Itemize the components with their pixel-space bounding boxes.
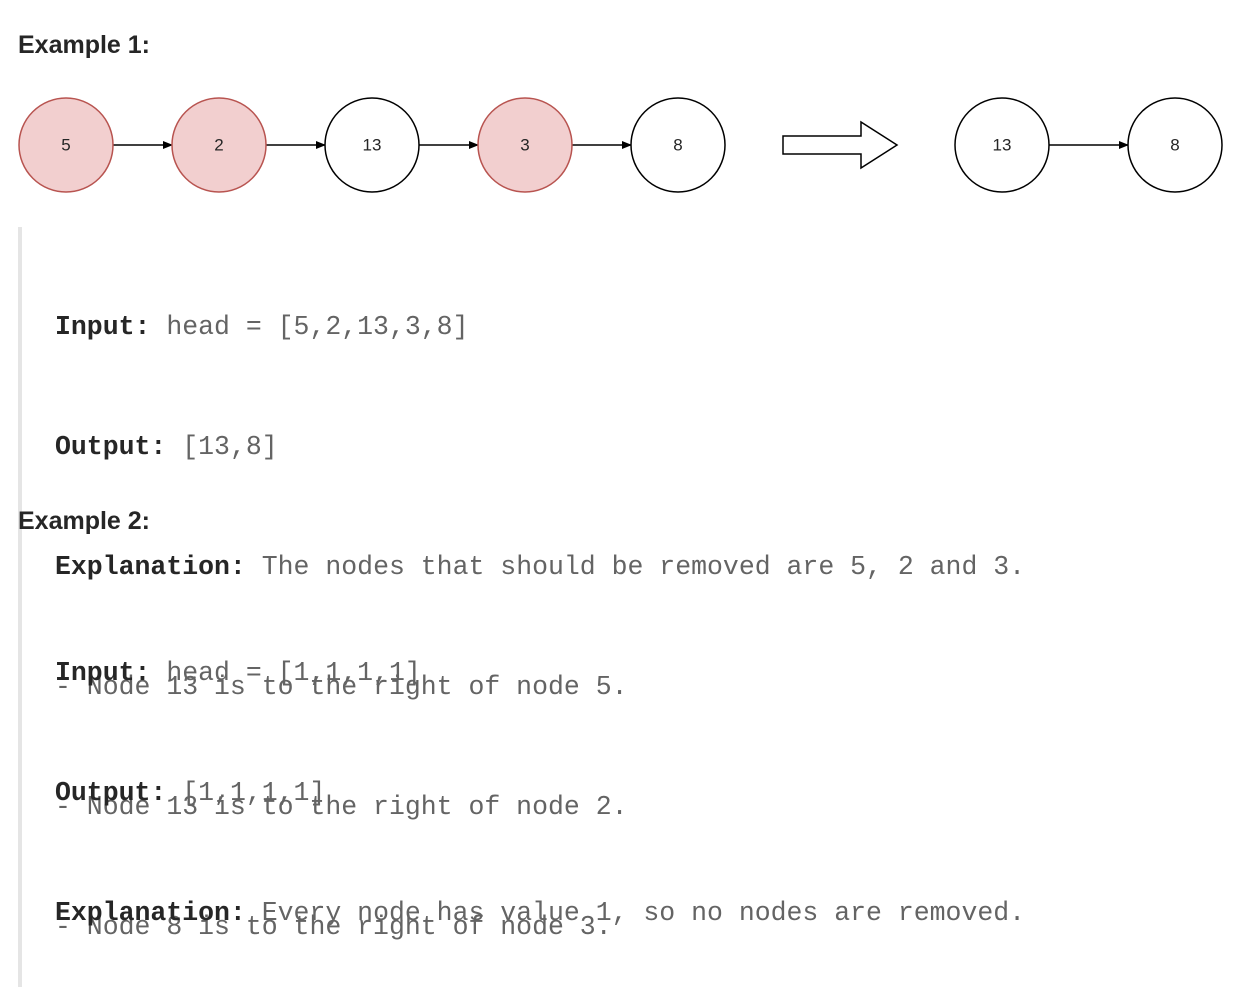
explanation-value: Every node has value 1, so no nodes are …: [245, 898, 1026, 928]
transform-arrow-icon: [782, 120, 899, 170]
example-2-heading: Example 2:: [18, 507, 151, 535]
before-node-removed: [18, 97, 114, 193]
explanation-label: Explanation:: [55, 898, 246, 928]
input-value: head = [5,2,13,3,8]: [150, 312, 469, 342]
before-node-removed: [477, 97, 573, 193]
before-node-value: 8: [673, 136, 682, 155]
after-list: 13 8: [954, 97, 1223, 193]
after-node-value: 13: [993, 136, 1012, 155]
input-line: Input: head = [5,2,13,3,8]: [55, 307, 1205, 347]
after-node: [1127, 97, 1223, 193]
output-value: [13,8]: [166, 432, 278, 462]
example-2-code-block: Input: head = [1,1,1,1] Output: [1,1,1,1…: [18, 573, 1205, 973]
after-node: [954, 97, 1050, 193]
explanation-label: Explanation:: [55, 552, 246, 582]
explanation-value: The nodes that should be removed are 5, …: [245, 552, 1026, 582]
output-line: Output: [1,1,1,1]: [55, 773, 1205, 813]
before-node-removed: [171, 97, 267, 193]
before-node: [630, 97, 726, 193]
explanation-line: Explanation: The nodes that should be re…: [55, 547, 1205, 587]
output-line: Output: [13,8]: [55, 427, 1205, 467]
before-node-value: 3: [520, 136, 529, 155]
output-label: Output:: [55, 432, 167, 462]
after-node-value: 8: [1170, 136, 1179, 155]
before-node-value: 13: [363, 136, 382, 155]
input-label: Input:: [55, 658, 151, 688]
input-line: Input: head = [1,1,1,1]: [55, 653, 1205, 693]
before-node-value: 2: [214, 136, 223, 155]
before-node-value: 5: [61, 136, 70, 155]
linked-list-diagram: 5 2 13 3 8 13 8: [18, 97, 1223, 193]
explanation-bullet: - Node 13 is to the right of node 5.: [55, 672, 628, 702]
input-value: head = [1,1,1,1]: [150, 658, 421, 688]
output-value: [1,1,1,1]: [166, 778, 326, 808]
before-node: [324, 97, 420, 193]
input-label: Input:: [55, 312, 151, 342]
before-list: 5 2 13 3 8: [18, 97, 726, 193]
output-label: Output:: [55, 778, 167, 808]
example-1-heading: Example 1:: [18, 31, 151, 59]
explanation-line: Explanation: Every node has value 1, so …: [55, 893, 1205, 933]
